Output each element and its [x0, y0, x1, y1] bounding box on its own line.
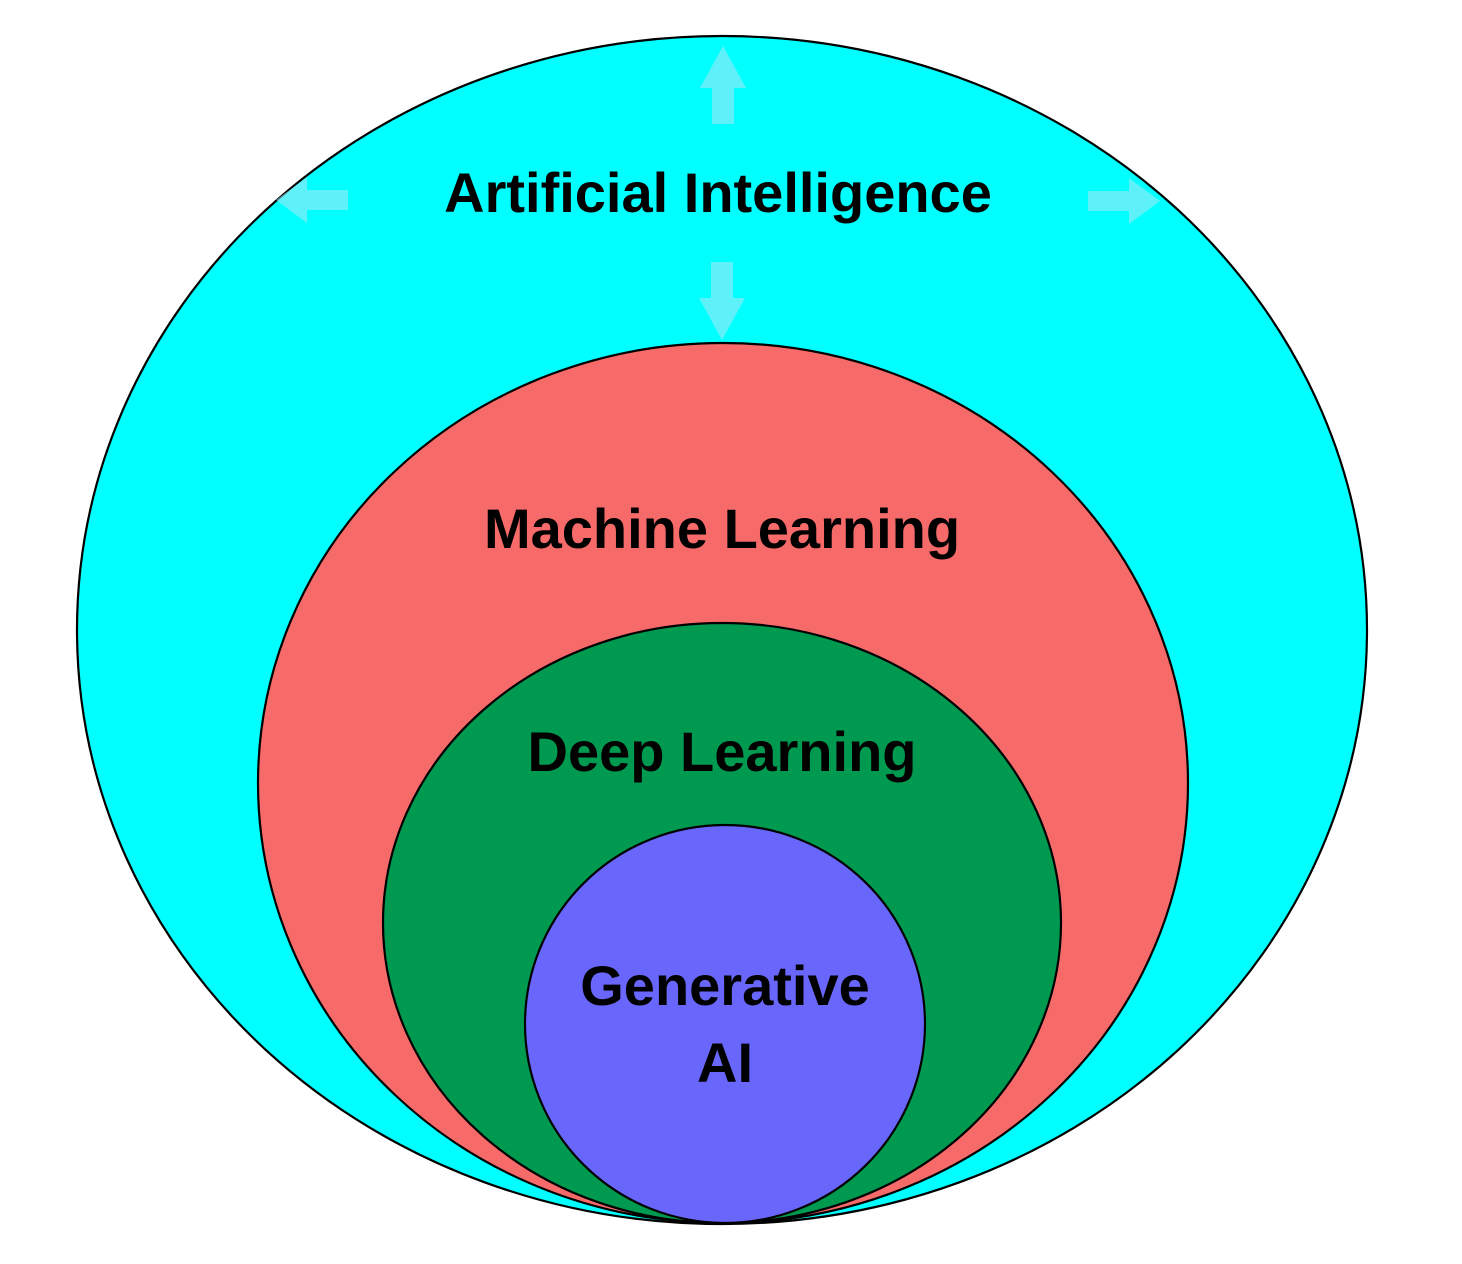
- down-arrow-icon: [699, 262, 745, 340]
- up-arrow-icon: [700, 46, 746, 124]
- label-artificial-intelligence: Artificial Intelligence: [444, 161, 992, 224]
- circle-generative-ai: [523, 823, 927, 1225]
- label-generative-ai-line2: AI: [697, 1031, 753, 1094]
- left-arrow-icon: [276, 177, 348, 223]
- label-deep-learning: Deep Learning: [528, 720, 917, 783]
- label-machine-learning: Machine Learning: [484, 497, 960, 560]
- right-arrow-icon: [1088, 178, 1160, 224]
- label-generative-ai-line1: Generative: [580, 954, 870, 1017]
